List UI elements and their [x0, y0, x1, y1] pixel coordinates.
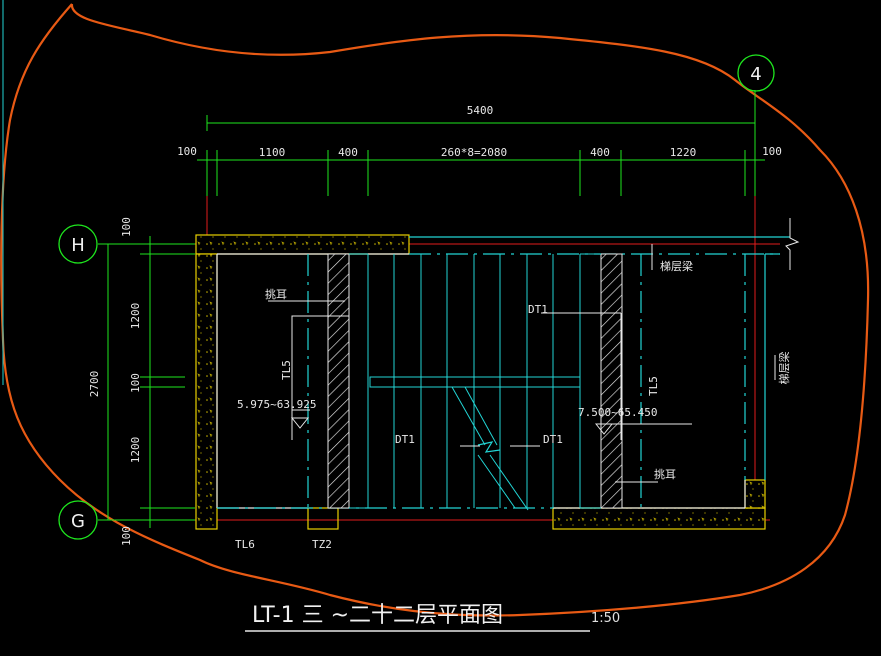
title-main: LT-1 三 ~二十二层平面图 — [252, 603, 503, 628]
left-dimensions: 100 1200 100 1200 100 2700 — [88, 217, 142, 546]
dim-v-total: 2700 — [88, 371, 101, 398]
title-scale: 1:50 — [591, 611, 620, 626]
label-dt1-left: DT1 — [395, 433, 415, 446]
dim-v-bottom: 100 — [120, 526, 133, 546]
beam-lines — [217, 236, 790, 509]
stringers — [327, 253, 623, 509]
label-tz2: TZ2 — [312, 538, 332, 551]
label-level-right: 7.500~65.450 — [578, 406, 657, 419]
dim-v-top: 100 — [120, 217, 133, 237]
dim-stairs: 260*8=2080 — [441, 146, 507, 159]
svg-text:4: 4 — [750, 64, 761, 85]
annotations: 挑耳 挑耳 梯层梁 梯层梁 DT1 DT1 DT1 TL5 TL5 5.975~… — [235, 259, 791, 551]
axis-bubble-h: H — [58, 224, 98, 264]
label-level-left: 5.975~63.925 — [237, 398, 316, 411]
label-tl5-right: TL5 — [647, 376, 660, 396]
stair-treads — [367, 254, 581, 511]
walls — [195, 234, 766, 530]
label-dt1-right: DT1 — [543, 433, 563, 446]
revision-cloud — [0, 3, 870, 617]
dim-v-100-mid: 100 — [129, 373, 142, 393]
drawing-title: LT-1 三 ~二十二层平面图 1:50 — [245, 603, 620, 632]
leader-lines — [268, 244, 776, 483]
dim-400-a: 400 — [338, 146, 358, 159]
svg-text:H: H — [71, 235, 85, 256]
dim-1100: 1100 — [259, 146, 286, 159]
dimension-lines-left — [98, 236, 195, 528]
dim-400-b: 400 — [590, 146, 610, 159]
label-tiaoer-bottom: 挑耳 — [654, 467, 676, 481]
label-ceng-liang-top: 梯层梁 — [660, 259, 693, 273]
dim-right-edge: 100 — [762, 145, 782, 158]
top-dimensions: 5400 100 1100 400 260*8=2080 400 1220 10… — [177, 104, 782, 159]
dimension-lines-top — [197, 90, 765, 196]
label-tl5-left: TL5 — [280, 360, 293, 380]
label-ceng-liang-right: 梯层梁 — [777, 352, 791, 385]
dim-v-1200-b: 1200 — [129, 437, 142, 464]
dim-left-edge: 100 — [177, 145, 197, 158]
break-symbol — [785, 218, 800, 270]
axis-bubble-4: 4 — [737, 54, 775, 92]
axis-bubble-g: G — [58, 500, 98, 540]
dim-v-1200-a: 1200 — [129, 303, 142, 330]
landing-outline — [349, 253, 601, 509]
dim-1220: 1220 — [670, 146, 697, 159]
label-tiaoer-top: 挑耳 — [265, 287, 287, 301]
label-dt1-top: DT1 — [528, 303, 548, 316]
dim-total: 5400 — [467, 104, 494, 117]
svg-text:G: G — [71, 511, 85, 532]
label-tl6: TL6 — [235, 538, 255, 551]
